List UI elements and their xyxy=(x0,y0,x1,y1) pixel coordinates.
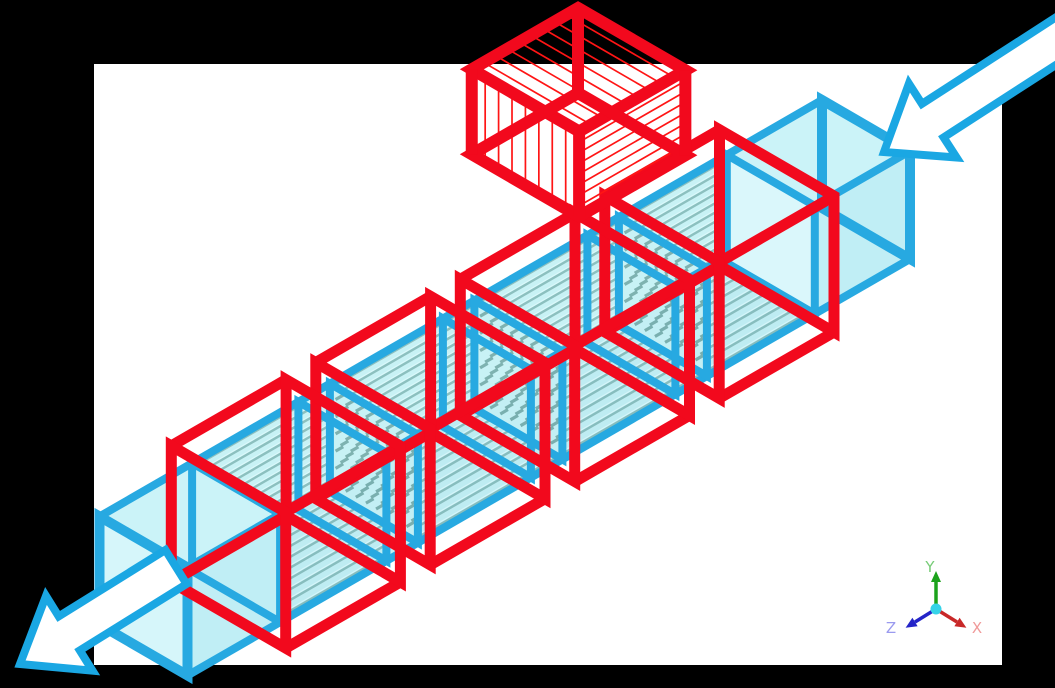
axis-y-arrow-head xyxy=(931,571,941,582)
detail-hatch-top xyxy=(483,61,592,126)
detail-hatch-top xyxy=(565,14,674,78)
outlet-flow-arrow xyxy=(14,544,193,676)
hx-frame-ring xyxy=(599,186,725,408)
axis-z-label: Z xyxy=(886,619,896,637)
hx-frame-ring xyxy=(569,203,695,425)
axis-origin-dot xyxy=(930,603,942,615)
hx-frame-ring xyxy=(280,370,406,592)
axis-z-arrow-head xyxy=(905,617,918,628)
hx-frame-edge xyxy=(457,208,578,285)
axis-y-label: Y xyxy=(924,558,935,576)
hx-frame-ring xyxy=(165,436,292,658)
duct-joint-ring xyxy=(614,210,711,384)
duct-joint-ring xyxy=(722,147,819,321)
hx-detail-box xyxy=(459,1,698,224)
hx-section-frame xyxy=(454,203,695,492)
hx-frame-edge xyxy=(716,191,837,268)
hx-frame-edge xyxy=(168,374,289,451)
duct-joint-ring xyxy=(325,376,422,550)
detail-bottom-ring xyxy=(459,86,698,224)
hx-frame-ring xyxy=(310,353,436,575)
detail-hatch-right xyxy=(578,122,686,186)
hx-frame-edge xyxy=(282,577,404,653)
detail-hatch-right xyxy=(578,143,686,207)
hx-frame-ring xyxy=(454,269,581,492)
hx-frame-edge xyxy=(282,441,404,517)
hx-frame-ring xyxy=(425,286,551,509)
hx-frame-edge xyxy=(168,510,289,587)
detail-hatch-top xyxy=(542,27,651,92)
duct-joint-ring xyxy=(817,91,915,268)
hx-frame-edge xyxy=(313,291,434,368)
hx-section-frame xyxy=(165,370,406,658)
duct-joint-ring xyxy=(294,394,391,568)
inlet-flow-arrow xyxy=(878,13,1055,163)
detail-hatch-right xyxy=(578,101,686,165)
hx-frame-ring xyxy=(714,120,840,342)
detail-hatch-right xyxy=(578,80,686,143)
hx-frame-edge xyxy=(427,357,548,434)
detail-hatch-top xyxy=(530,34,639,99)
flow-arrows xyxy=(14,13,1055,676)
hx-frame-edge xyxy=(571,274,693,351)
detail-hatch-top xyxy=(494,54,604,119)
duct-joint-ring xyxy=(470,293,567,467)
hx-frame-edge xyxy=(571,410,693,487)
duct-joint-ring xyxy=(583,228,680,402)
axis-x-arrow-head xyxy=(954,617,967,628)
duct-joint-ring xyxy=(438,311,535,485)
hx-frame-edge xyxy=(716,327,837,404)
hx-section-frames xyxy=(165,120,840,658)
axis-triad: Y X Z xyxy=(886,558,982,637)
axis-x-label: X xyxy=(972,619,982,637)
detail-hatch-right xyxy=(578,111,686,175)
hx-frame-edge xyxy=(427,493,548,570)
